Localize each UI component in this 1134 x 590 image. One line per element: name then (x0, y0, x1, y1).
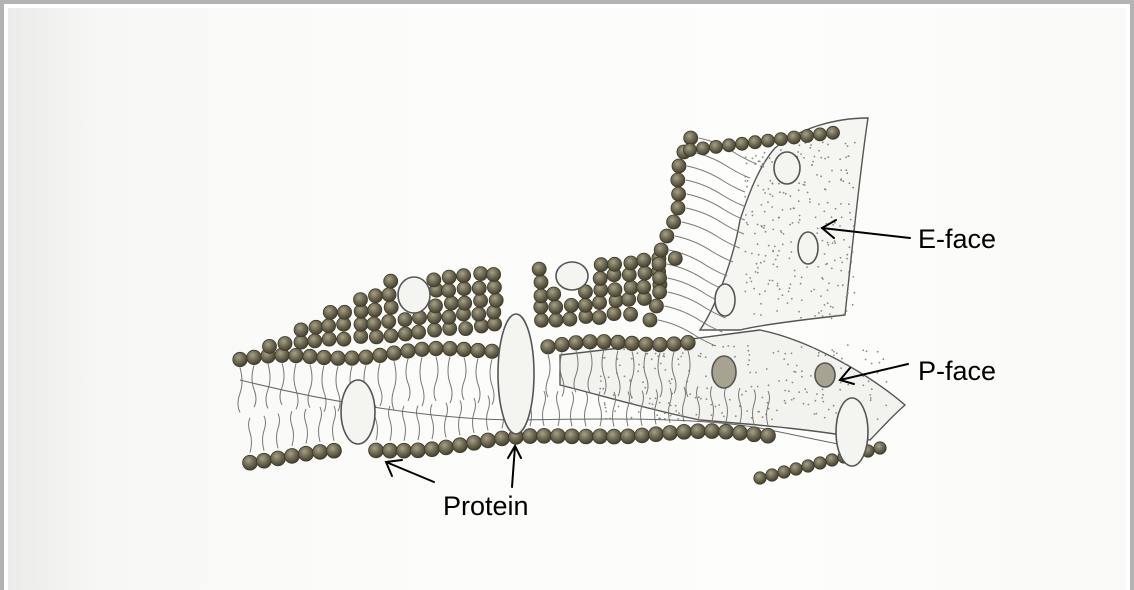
image-frame (0, 0, 1134, 590)
diagram-canvas: E-face P-face Protein (0, 0, 1134, 590)
